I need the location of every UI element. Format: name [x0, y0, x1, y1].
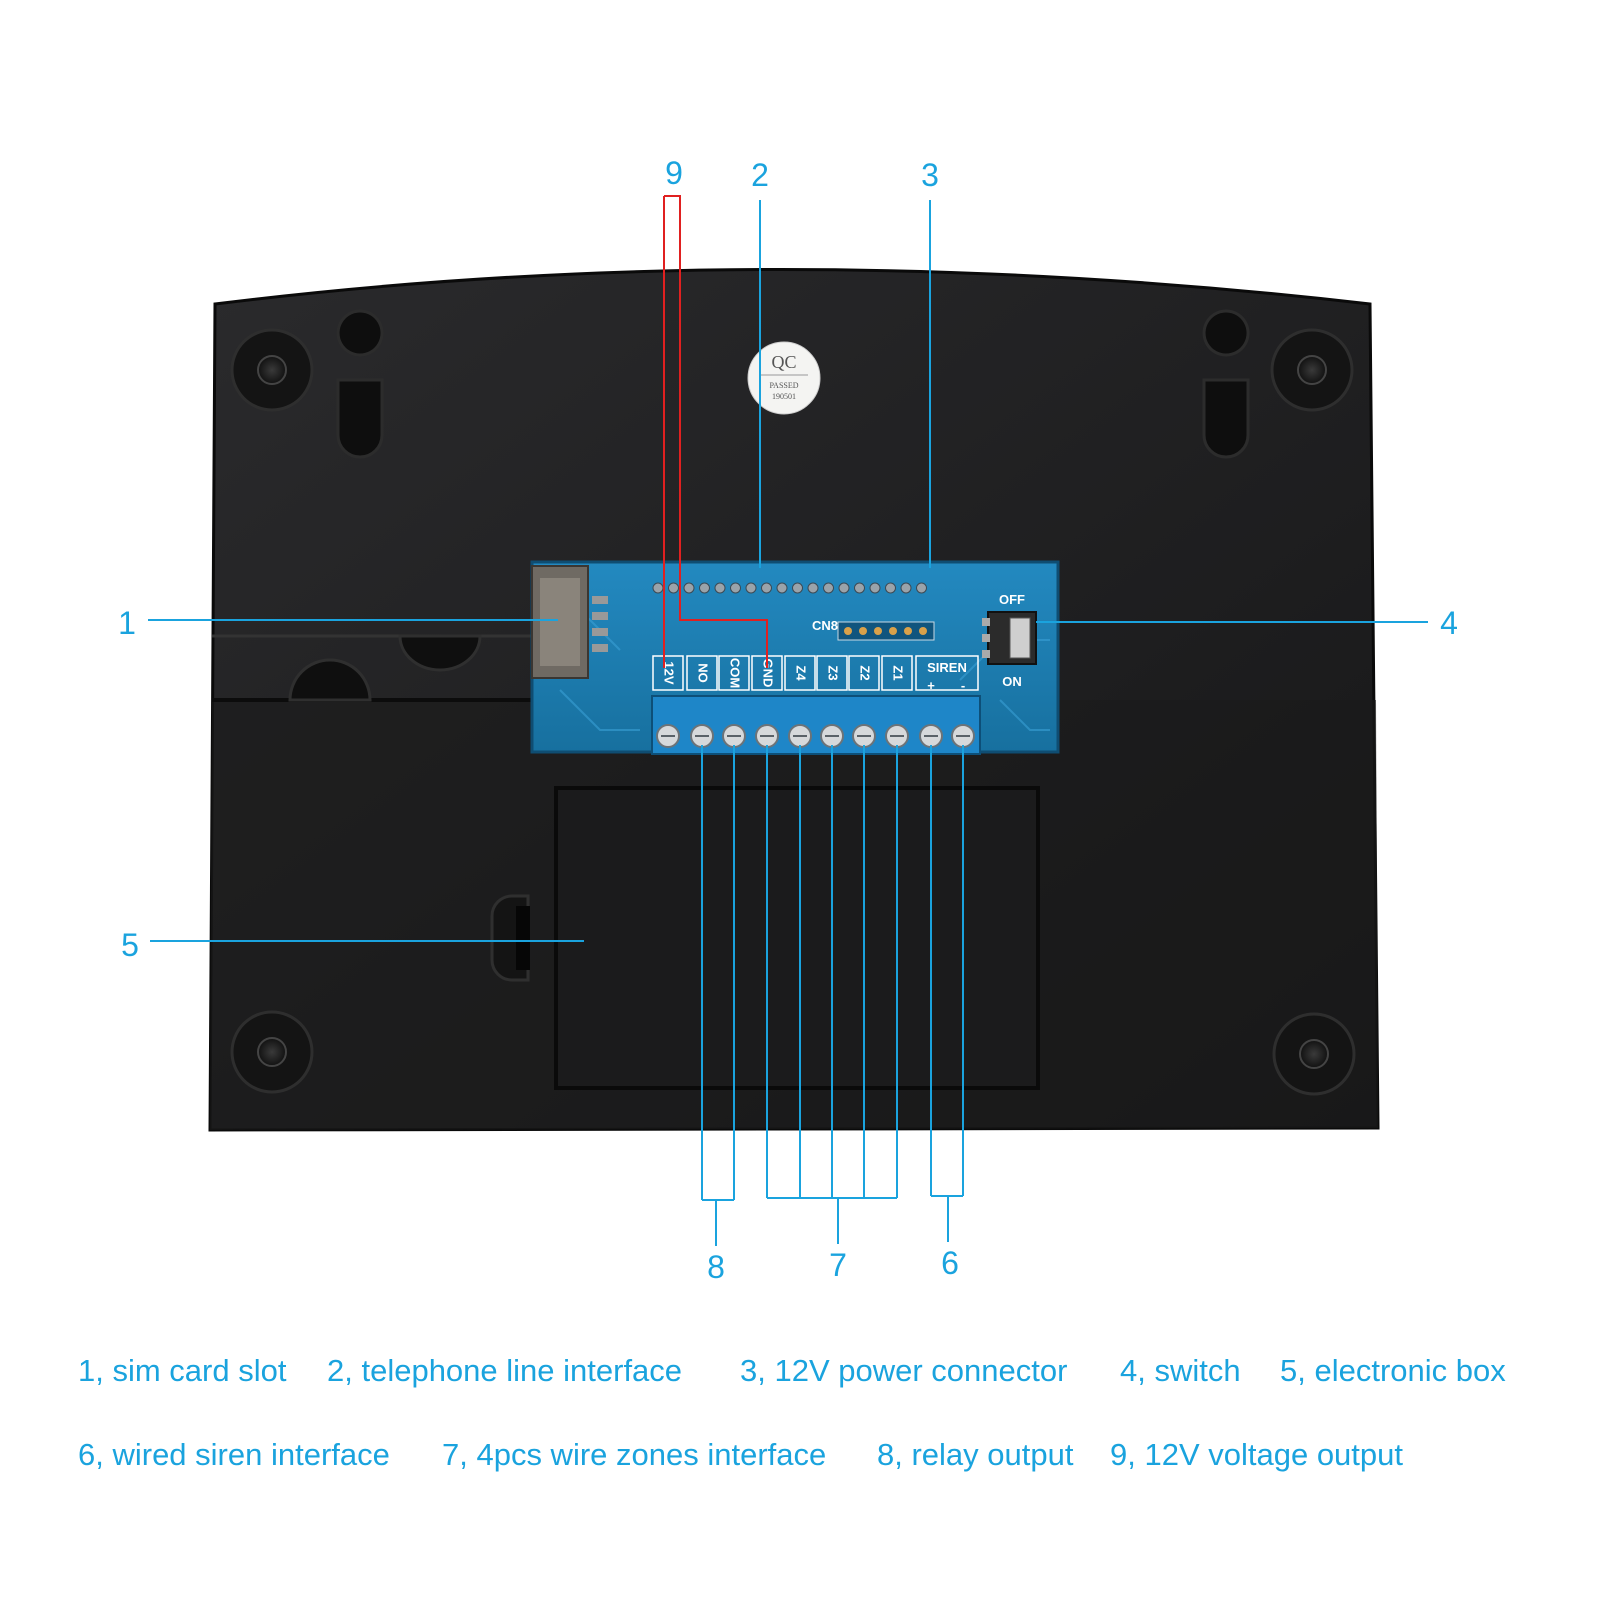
qc-sticker: QC PASSED 190501	[747, 341, 821, 415]
qc-sticker-title: QC	[771, 352, 796, 372]
legend-row-2: 6, wired siren interface 7, 4pcs wire zo…	[0, 1437, 1600, 1487]
screw-top-right	[1270, 328, 1354, 412]
screw-bottom-left	[230, 1010, 314, 1094]
callout-2: 2	[751, 157, 769, 193]
terminal-screw	[919, 724, 943, 748]
header-pin	[776, 582, 788, 594]
legend-item-3: 3, 12V power connector	[740, 1353, 1068, 1388]
cn8-pin	[904, 627, 912, 635]
header-pin	[792, 582, 803, 594]
legend-item-2: 2, telephone line interface	[327, 1353, 683, 1388]
cn8-pin	[874, 627, 882, 635]
keyhole-mount-left	[336, 309, 384, 459]
pin-label-box	[848, 655, 880, 691]
pin-label-box	[816, 655, 848, 691]
pin-label-box	[784, 655, 816, 691]
pin-label-box	[686, 655, 718, 691]
header-pin	[699, 582, 710, 594]
cn8-pin	[844, 627, 852, 635]
callout-3: 3	[921, 157, 939, 193]
electronic-box-latch-slot	[516, 906, 530, 970]
cn8-pins	[844, 627, 927, 635]
header-label: CN8	[812, 618, 838, 633]
header-pin	[683, 582, 695, 594]
pin-label-z3: Z3	[826, 665, 841, 680]
cn8-pin	[859, 627, 867, 635]
switch-off-label: OFF	[999, 592, 1025, 607]
legend-item-4: 4, switch	[1120, 1353, 1241, 1388]
terminal-screw	[885, 724, 909, 748]
header-pin	[823, 582, 834, 594]
callout-line-9-right	[664, 195, 768, 668]
pin-label-z1: Z1	[891, 665, 906, 680]
pin-label-siren: SIREN	[927, 660, 967, 675]
pin-header-row	[652, 582, 927, 594]
header-pin	[761, 582, 772, 594]
pin-label-12v: 12V	[662, 661, 677, 684]
pin-label-box	[915, 655, 979, 691]
pin-label-no: NO	[696, 663, 711, 683]
screw-bottom-right	[1272, 1012, 1356, 1096]
header-pin	[652, 582, 664, 594]
terminal-screw	[820, 724, 844, 748]
header-pin	[807, 582, 819, 594]
power-switch	[982, 611, 1037, 665]
keyhole-mount-right	[1202, 309, 1250, 459]
callout-6: 6	[941, 1245, 959, 1281]
header-pin	[854, 582, 865, 594]
callout-1: 1	[118, 605, 136, 641]
legend-item-7: 7, 4pcs wire zones interface	[442, 1437, 827, 1472]
callout-lines	[148, 195, 1428, 1246]
siren-plus-label: +	[927, 678, 935, 693]
legend-item-5: 5, electronic box	[1280, 1353, 1506, 1388]
siren-minus-label: -	[961, 678, 965, 693]
callout-4: 4	[1440, 605, 1458, 641]
header-pin	[869, 582, 881, 594]
terminal-screw	[852, 724, 876, 748]
terminal-pin-labels: 12V NO COM GND Z4 Z3 Z2 Z1 SIREN	[652, 655, 979, 691]
pin-label-gnd: GND	[761, 659, 776, 688]
terminal-screw	[951, 724, 975, 748]
pin-label-box	[881, 655, 913, 691]
qc-sticker-status: PASSED	[769, 381, 798, 390]
legend-row-1: 1, sim card slot 2, telephone line inter…	[0, 1353, 1600, 1403]
qc-sticker-code: 190501	[772, 392, 796, 401]
legend-item-6: 6, wired siren interface	[78, 1437, 390, 1472]
housing-notch-right	[398, 634, 482, 672]
legend-item-8: 8, relay output	[877, 1437, 1074, 1472]
housing-notch-left	[288, 658, 372, 702]
header-pin	[885, 582, 896, 594]
terminal-screw	[722, 724, 746, 748]
header-pin	[838, 582, 850, 594]
pin-label-box	[718, 655, 750, 691]
terminal-screw	[690, 724, 714, 748]
header-pin	[900, 582, 912, 594]
header-pin	[668, 582, 679, 594]
header-pin	[714, 582, 726, 594]
electronic-box	[554, 786, 1040, 1090]
callout-8: 8	[707, 1249, 725, 1285]
sim-card-slot	[531, 565, 608, 679]
terminal-screw	[656, 724, 680, 748]
callout-5: 5	[121, 927, 139, 963]
pin-label-box	[652, 655, 684, 691]
screw-top-left	[230, 328, 314, 412]
cn8-header	[837, 621, 935, 641]
header-pin	[730, 582, 741, 594]
terminal-screw	[788, 724, 812, 748]
callout-7: 7	[829, 1247, 847, 1283]
header-pin	[745, 582, 757, 594]
pin-label-z2: Z2	[858, 665, 873, 680]
cn8-pin	[919, 627, 927, 635]
pin-label-com: COM	[728, 658, 743, 688]
switch-on-label: ON	[1002, 674, 1022, 689]
pin-label-z4: Z4	[794, 665, 809, 681]
callout-9: 9	[665, 155, 683, 191]
terminal-screw	[755, 724, 779, 748]
cn8-pin	[889, 627, 897, 635]
header-pin	[916, 582, 927, 594]
legend-item-9: 9, 12V voltage output	[1110, 1437, 1404, 1472]
legend-item-1: 1, sim card slot	[78, 1353, 287, 1388]
